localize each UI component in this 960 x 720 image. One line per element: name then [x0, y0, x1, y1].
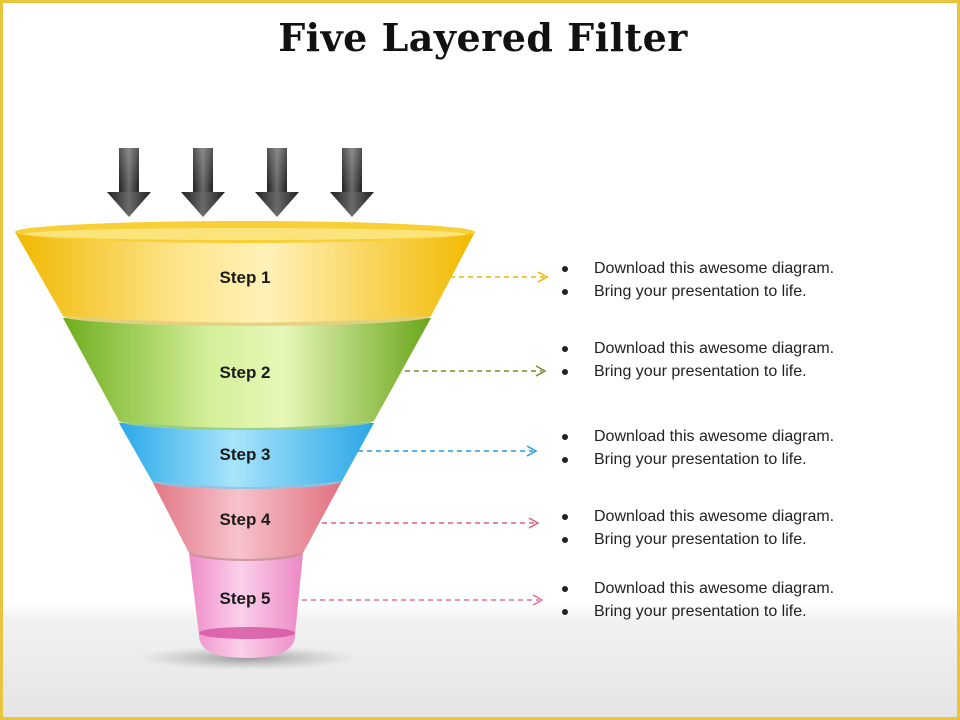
down-arrow-icon	[181, 148, 225, 217]
bullet-icon	[562, 434, 568, 440]
list-item: Bring your presentation to life.	[559, 528, 834, 551]
connector-arrow-step-2	[405, 365, 547, 377]
bullet-icon	[562, 369, 568, 375]
connector-arrow-step-1	[450, 271, 549, 283]
step-4-bullets: Download this awesome diagram. Bring you…	[559, 505, 834, 551]
funnel-layer-step-5: Step 5	[189, 545, 303, 658]
list-item: Download this awesome diagram.	[559, 257, 834, 280]
connector-arrow-step-4	[322, 517, 540, 529]
funnel-layer-step-1: Step 1	[15, 221, 475, 323]
bullet-icon	[562, 586, 568, 592]
bullet-icon	[562, 609, 568, 615]
list-item: Download this awesome diagram.	[559, 425, 834, 448]
list-item: Bring your presentation to life.	[559, 448, 834, 471]
funnel-diagram: Step 5 Step 4 Step 3 Step 2 Step 1	[15, 148, 549, 670]
list-item: Download this awesome diagram.	[559, 505, 834, 528]
step-3-label: Step 3	[219, 445, 270, 464]
down-arrow-icon	[107, 148, 151, 217]
step-2-bullets: Download this awesome diagram. Bring you…	[559, 337, 834, 383]
step-1-bullets: Download this awesome diagram. Bring you…	[559, 257, 834, 303]
bullet-icon	[562, 346, 568, 352]
down-arrow-icon	[330, 148, 374, 217]
bullet-icon	[562, 266, 568, 272]
bullet-icon	[562, 289, 568, 295]
slide-title: Five Layered Filter	[278, 15, 688, 60]
step-5-bullets: Download this awesome diagram. Bring you…	[559, 577, 834, 623]
bullet-icon	[562, 514, 568, 520]
step-4-label: Step 4	[219, 510, 271, 529]
list-item: Download this awesome diagram.	[559, 577, 834, 600]
connector-arrow-step-3	[358, 445, 538, 457]
down-arrow-icon	[255, 148, 299, 217]
step-2-label: Step 2	[219, 363, 270, 382]
step-5-label: Step 5	[219, 589, 270, 608]
list-item: Bring your presentation to life.	[559, 360, 834, 383]
connector-arrow-step-5	[302, 594, 544, 606]
list-item: Download this awesome diagram.	[559, 337, 834, 360]
bullet-icon	[562, 457, 568, 463]
step-3-bullets: Download this awesome diagram. Bring you…	[559, 425, 834, 471]
funnel-layer-step-2: Step 2	[63, 306, 431, 428]
step-1-label: Step 1	[219, 268, 270, 287]
list-item: Bring your presentation to life.	[559, 280, 834, 303]
list-item: Bring your presentation to life.	[559, 600, 834, 623]
bullet-icon	[562, 537, 568, 543]
